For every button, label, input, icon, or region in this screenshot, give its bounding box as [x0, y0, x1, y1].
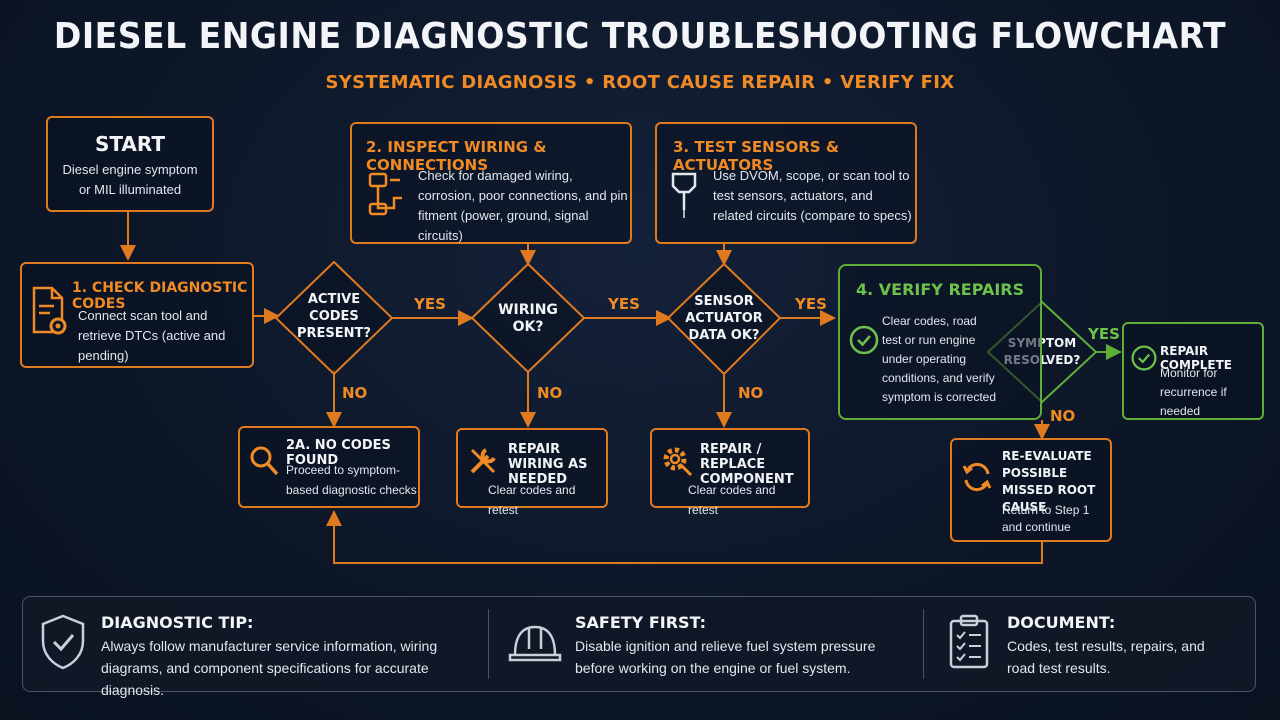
- repair-complete-text: Monitor for recurrence if needed: [1160, 366, 1227, 418]
- decision-codes-label: ACTIVE CODES PRESENT?: [297, 292, 371, 341]
- check-codes-text: Connect scan tool and retrieve DTCs (act…: [78, 308, 226, 363]
- diagnostic-tip-text: Always follow manufacturer service infor…: [101, 638, 438, 698]
- inspect-wiring-title: 2. INSPECT WIRING & CONNECTIONS: [366, 138, 547, 174]
- decision-wiring-ok: [470, 262, 586, 374]
- reevaluate-text: Return to Step 1 and continue: [1002, 503, 1090, 534]
- test-sensors-box: 3. TEST SENSORS & ACTUATORS Use DVOM, sc…: [655, 122, 917, 244]
- start-text: Diesel engine symptom or MIL illuminated: [62, 162, 198, 197]
- wiring-no-label: NO: [537, 384, 563, 402]
- replace-component-title: REPAIR / REPLACE COMPONENT: [700, 442, 794, 487]
- arrow-reevaluate-return: [326, 510, 1043, 564]
- shield-check-icon: [41, 614, 85, 670]
- repair-wiring-text: Clear codes and retest: [488, 483, 576, 517]
- decision-codes-present: [274, 260, 394, 376]
- document-gear-icon: [32, 286, 67, 335]
- verify-repairs-title: 4. VERIFY REPAIRS: [856, 280, 1025, 299]
- no-codes-text: Proceed to symptom-based diagnostic chec…: [286, 463, 417, 497]
- test-sensors-text: Use DVOM, scope, or scan tool to test se…: [713, 168, 912, 223]
- repair-wiring-box: REPAIR WIRING AS NEEDED Clear codes and …: [456, 428, 608, 517]
- repair-complete-title: REPAIR COMPLETE: [1160, 344, 1232, 372]
- no-codes-box: 2A. NO CODES FOUND Proceed to symptom-ba…: [238, 426, 420, 508]
- check-circle-icon: [1131, 345, 1157, 371]
- verify-repairs-box: 4. VERIFY REPAIRS Clear codes, road test…: [838, 264, 1042, 420]
- document-tip-title: DOCUMENT:: [1007, 613, 1116, 632]
- wrench-screwdriver-icon: [470, 448, 496, 474]
- repair-complete-box: REPAIR COMPLETE Monitor for recurrence i…: [1122, 322, 1264, 420]
- codes-yes-label: YES: [414, 295, 446, 313]
- sensor-no-label: NO: [738, 384, 764, 402]
- tips-divider: [488, 609, 489, 679]
- tips-panel: DIAGNOSTIC TIP: Always follow manufactur…: [22, 596, 1256, 698]
- refresh-icon: [962, 462, 992, 492]
- symptom-yes-label: YES: [1088, 325, 1120, 343]
- wiring-yes-label: YES: [608, 295, 640, 313]
- reevaluate-box: RE-EVALUATE POSSIBLE MISSED ROOT CAUSE R…: [950, 438, 1112, 542]
- gear-wrench-icon: [663, 447, 693, 477]
- inspect-wiring-text: Check for damaged wiring, corrosion, poo…: [418, 168, 628, 243]
- check-codes-title: 1. CHECK DIAGNOSTIC CODES: [72, 280, 248, 312]
- replace-component-text: Clear codes and retest: [688, 483, 776, 517]
- decision-sensor-ok: [666, 262, 782, 376]
- decision-wiring-label: WIRING OK?: [498, 302, 558, 335]
- decision-sensor-label: SENSOR ACTUATOR DATA OK?: [685, 294, 763, 343]
- no-codes-title: 2A. NO CODES FOUND: [286, 438, 391, 468]
- check-codes-box: 1. CHECK DIAGNOSTIC CODES Connect scan t…: [20, 262, 254, 368]
- magnifier-icon: [250, 446, 279, 476]
- repair-wiring-title: REPAIR WIRING AS NEEDED: [508, 442, 588, 487]
- tips-divider: [923, 609, 924, 679]
- verify-repairs-text: Clear codes, road test or run engine und…: [882, 314, 997, 404]
- reevaluate-title: RE-EVALUATE POSSIBLE MISSED ROOT CAUSE: [1002, 449, 1096, 514]
- start-title: START: [94, 132, 166, 156]
- symptom-no-label: NO: [1050, 407, 1076, 425]
- subtitle: SYSTEMATIC DIAGNOSIS • ROOT CAUSE REPAIR…: [325, 72, 955, 93]
- sensor-probe-icon: [671, 172, 697, 218]
- codes-no-label: NO: [342, 384, 368, 402]
- safety-tip-title: SAFETY FIRST:: [575, 613, 706, 632]
- document-tip-text: Codes, test results, repairs, and road t…: [1007, 638, 1205, 676]
- hard-hat-icon: [508, 625, 562, 662]
- replace-component-box: REPAIR / REPLACE COMPONENT Clear codes a…: [650, 428, 810, 517]
- clipboard-checklist-icon: [949, 614, 989, 669]
- test-sensors-title: 3. TEST SENSORS & ACTUATORS: [673, 138, 839, 174]
- start-box: START Diesel engine symptom or MIL illum…: [46, 116, 214, 212]
- sensor-yes-label: YES: [795, 295, 827, 313]
- title: DIESEL ENGINE DIAGNOSTIC TROUBLESHOOTING…: [53, 16, 1227, 57]
- wiring-connector-icon: [368, 172, 402, 216]
- inspect-wiring-box: 2. INSPECT WIRING & CONNECTIONS Check fo…: [350, 122, 632, 244]
- check-circle-icon: [849, 325, 879, 355]
- safety-tip-text: Disable ignition and relieve fuel system…: [575, 638, 876, 676]
- diagnostic-tip-title: DIAGNOSTIC TIP:: [101, 613, 254, 632]
